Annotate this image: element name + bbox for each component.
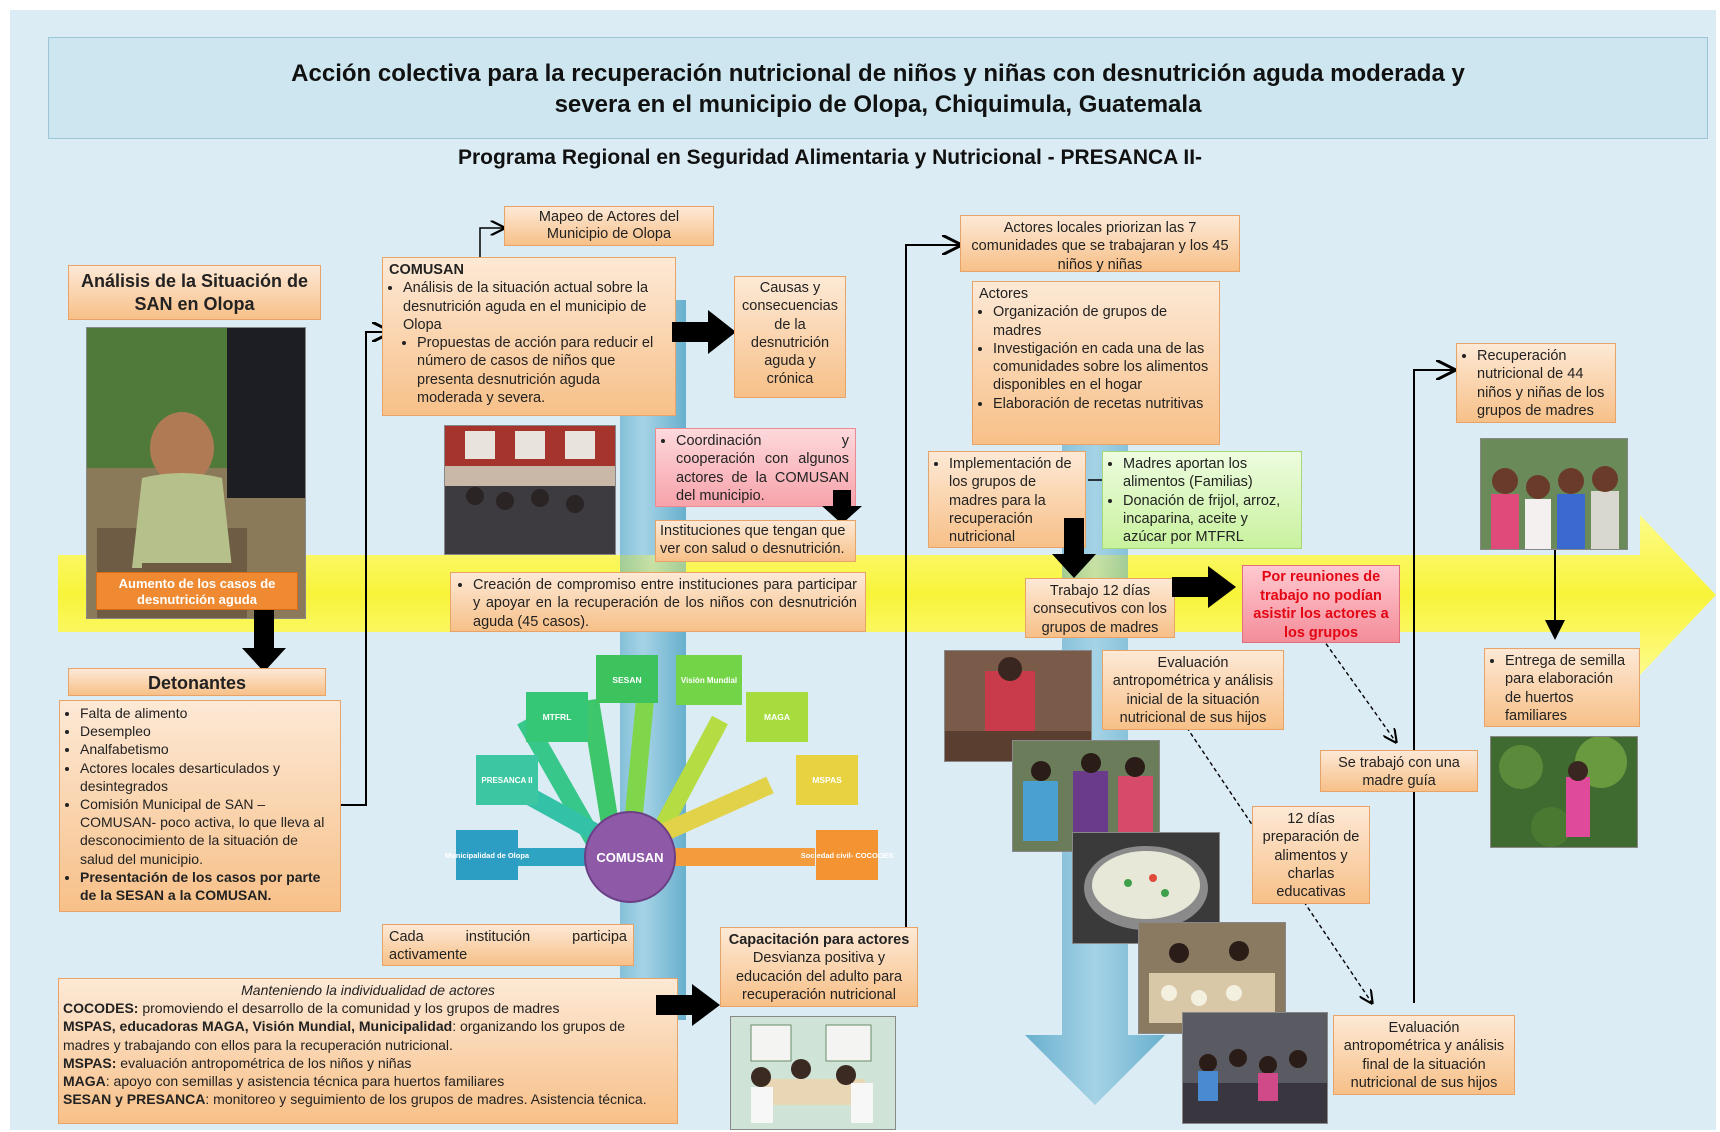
hub-node-label: PRESANCA II: [481, 776, 532, 785]
instituciones-box: Instituciones que tengan que ver con sal…: [655, 520, 856, 562]
individualidad-row: COCODES: promoviendo el desarrollo de la…: [63, 1000, 560, 1017]
coordinacion-box: Coordinación y cooperación con algunos a…: [655, 428, 856, 507]
title-line-2: severa en el municipio de Olopa, Chiquim…: [554, 91, 1202, 118]
subtitle: Programa Regional en Seguridad Alimentar…: [457, 146, 1203, 169]
implementacion-box: Implementación de los grupos de madres p…: [928, 451, 1086, 548]
meeting-photo-illustration: [445, 426, 615, 554]
hub-node-box: [526, 692, 588, 742]
individualidad-row: MSPAS: evaluación antropométrica de los …: [63, 1054, 412, 1071]
madre-guia-box: Se trabajó con una madre guía: [1320, 750, 1478, 792]
hub-node-label: Municipalidad de Olopa: [445, 851, 530, 860]
garden-photo-illustration: [1491, 737, 1637, 847]
individualidad-row: MAGA: apoyo con semillas y asistencia té…: [63, 1073, 505, 1090]
individualidad-row: MSPAS, educadoras MAGA, Visión Mundial, …: [63, 1018, 625, 1053]
down-arrow-trabajo: [1052, 518, 1096, 578]
training-photo-illustration: [731, 1017, 895, 1129]
madres-aportan-box: Madres aportan los alimentos (Familias) …: [1102, 451, 1302, 549]
hub-node-label: MAGA: [764, 712, 790, 722]
actores-box: Actores Organización de grupos de madres…: [972, 281, 1220, 445]
individualidad-title: Manteniendo la individualidad de actores: [241, 982, 495, 998]
aumento-casos-label: Aumento de los casos de desnutrición agu…: [96, 572, 298, 610]
comusan-box-title: COMUSAN: [389, 262, 464, 278]
comusan-item-1: Análisis de la situación actual sobre la…: [403, 279, 669, 334]
coordinacion-text: Coordinación y cooperación con algunos a…: [676, 432, 849, 505]
hub-node-box: [796, 755, 858, 805]
recuperacion-text: Recuperación nutricional de 44 niños y n…: [1477, 347, 1609, 420]
hub-node-label: SESAN: [612, 675, 641, 685]
individualidad-box: Manteniendo la individualidad de actores…: [58, 978, 678, 1124]
detonante-item-bold: Presentación de los casos por parte de l…: [80, 868, 334, 904]
eval-inicial-box: Evaluación antropométrica y análisis ini…: [1102, 650, 1284, 730]
compromiso-text: Creación de compromiso entre institucion…: [473, 576, 857, 631]
detonantes-list: Falta de alimento Desempleo Analfabetism…: [66, 704, 334, 904]
down-arrow-detonantes: [242, 610, 286, 672]
actores-item: Elaboración de recetas nutritivas: [993, 395, 1213, 413]
semilla-text: Entrega de semilla para elaboración de h…: [1505, 652, 1633, 725]
comusan-hub: COMUSAN SESAN Visión Mundial MTFRL MAGA …: [445, 655, 894, 903]
training-photo: [730, 1016, 896, 1130]
madres-aportan-item: Madres aportan los alimentos (Familias): [1123, 455, 1295, 492]
compromiso-box: Creación de compromiso entre institucion…: [450, 572, 866, 632]
right-arrow-capacitacion: [656, 984, 720, 1026]
detonante-item: Analfabetismo: [80, 740, 334, 758]
group-photo: [1182, 1012, 1328, 1124]
hub-node-box: [476, 755, 538, 805]
hub-node-label: MTFRL: [543, 712, 572, 722]
capacitacion-box: Capacitación para actores Desvianza posi…: [720, 927, 918, 1007]
mapeo-box: Mapeo de Actores del Municipio de Olopa: [504, 206, 714, 246]
poster: Acción colectiva para la recuperación nu…: [10, 10, 1716, 1130]
title-line-1: Acción colectiva para la recuperación nu…: [291, 60, 1465, 87]
recuperacion-box: Recuperación nutricional de 44 niños y n…: [1456, 343, 1616, 423]
actores-item: Organización de grupos de madres: [993, 303, 1213, 340]
detonante-item: Falta de alimento: [80, 704, 334, 722]
causas-box: Causas y consecuencias de la desnutrició…: [734, 276, 846, 398]
hub-node-box: [456, 830, 518, 880]
group-photo-illustration: [1183, 1013, 1327, 1123]
children-photo-illustration: [1481, 439, 1627, 549]
right-arrow-causas: [672, 310, 736, 354]
individualidad-row: SESAN y PRESANCA: monitoreo y seguimient…: [63, 1091, 647, 1108]
hub-center-label: COMUSAN: [596, 850, 663, 865]
hub-node-box: [596, 655, 658, 703]
semilla-box: Entrega de semilla para elaboración de h…: [1484, 648, 1640, 727]
detonantes-title: Detonantes: [68, 668, 326, 696]
hub-node-label: Visión Mundial: [681, 676, 737, 685]
eval-final-box: Evaluación antropométrica y análisis fin…: [1333, 1015, 1515, 1095]
cada-institucion-box: Cada institución participa activamente: [382, 924, 634, 966]
right-arrow-reuniones: [1172, 566, 1236, 608]
capacitacion-text: Desvianza positiva y educación del adult…: [735, 950, 903, 1003]
trabajo12-box: Trabajo 12 días consecutivos con los gru…: [1025, 578, 1175, 638]
hub-node-label: MSPAS: [812, 775, 842, 785]
comusan-box: COMUSAN Análisis de la situación actual …: [382, 257, 676, 416]
comusan-item-2: Propuestas de acción para reducir el núm…: [417, 334, 669, 407]
madres-aportan-item: Donación de frijol, arroz, incaparina, a…: [1123, 492, 1295, 547]
yellow-timeline-arrow: [58, 515, 1716, 675]
implementacion-text: Implementación de los grupos de madres p…: [949, 455, 1079, 546]
hub-node-box: [816, 830, 878, 880]
meeting-photo: [444, 425, 616, 555]
detonante-item: Desempleo: [80, 722, 334, 740]
por-reuniones-box: Por reuniones de trabajo no podían asist…: [1242, 565, 1400, 643]
capacitacion-title: Capacitación para actores: [728, 932, 910, 948]
priorizan-box: Actores locales priorizan las 7 comunida…: [960, 215, 1240, 273]
detonantes-box: Falta de alimento Desempleo Analfabetism…: [59, 700, 341, 912]
garden-photo: [1490, 736, 1638, 848]
doce-dias-box: 12 días preparación de alimentos y charl…: [1252, 806, 1370, 904]
down-arrow-instituciones: [822, 490, 862, 524]
hub-center-circle: [584, 811, 676, 903]
detonante-item: Comisión Municipal de SAN – COMUSAN- poc…: [80, 795, 334, 868]
hub-node-label: Sociedad civil- COCODES: [801, 851, 894, 860]
hub-node-box: [676, 655, 742, 705]
title-band: Acción colectiva para la recuperación nu…: [48, 37, 1708, 139]
actores-title: Actores: [979, 286, 1029, 302]
actores-item: Investigación en cada una de las comunid…: [993, 340, 1213, 395]
hub-node-box: [746, 692, 808, 742]
children-photo: [1480, 438, 1628, 550]
analisis-title: Análisis de la Situación de SAN en Olopa: [68, 265, 321, 320]
connector-lines: [341, 10, 1565, 1130]
detonante-item: Actores locales desarticulados y desinte…: [80, 759, 334, 795]
